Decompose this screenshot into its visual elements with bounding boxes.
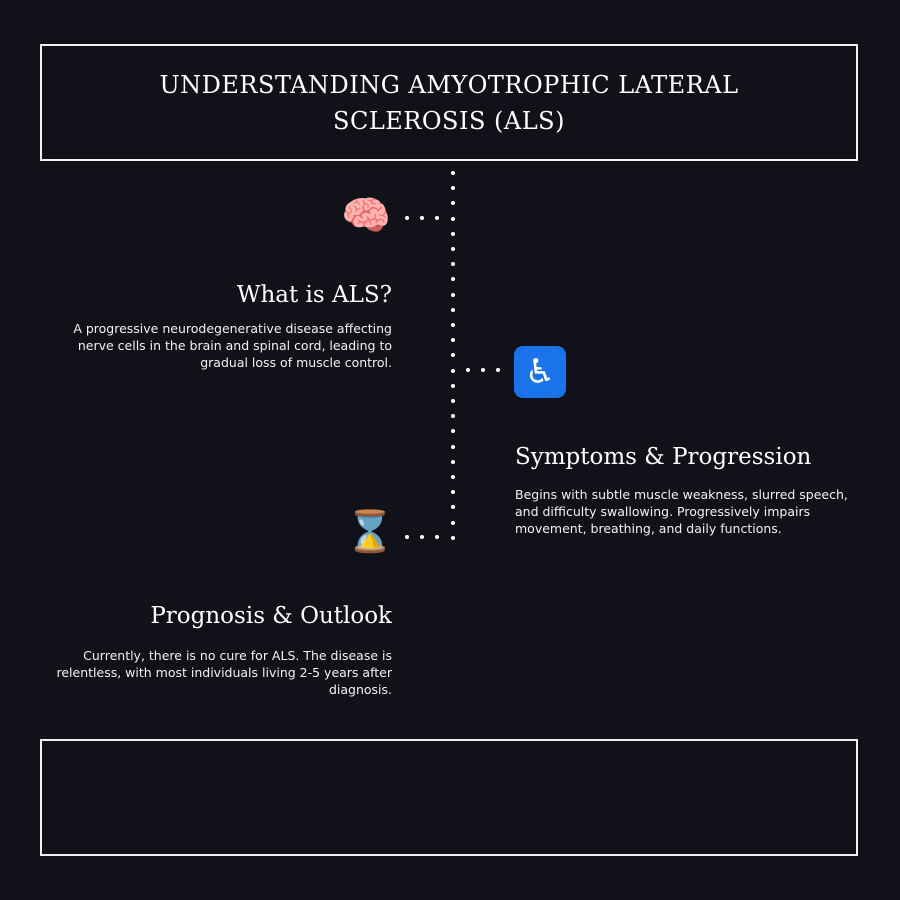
connector-dot xyxy=(496,368,500,372)
page-title: UNDERSTANDING AMYOTROPHIC LATERAL SCLERO… xyxy=(159,70,739,135)
connector-dot xyxy=(451,536,455,540)
connector-dot xyxy=(451,262,455,266)
title-box: UNDERSTANDING AMYOTROPHIC LATERAL SCLERO… xyxy=(40,44,858,161)
section-text-symptoms: Begins with subtle muscle weakness, slur… xyxy=(515,487,848,536)
brain-icon: 🧠 xyxy=(341,193,391,239)
connector-dot xyxy=(405,216,409,220)
connector-dot xyxy=(451,217,455,221)
connector-dot xyxy=(435,216,439,220)
section-heading-symptoms: Symptoms & Progression xyxy=(515,444,812,470)
section-heading-what-is-als: What is ALS? xyxy=(236,282,392,308)
connector-dot xyxy=(451,201,455,205)
connector-dot xyxy=(451,429,455,433)
footer-box xyxy=(40,739,858,856)
connector-dot xyxy=(451,353,455,357)
wheelchair-icon: ♿ xyxy=(514,346,566,398)
hourglass-icon: ⌛ xyxy=(345,509,395,555)
connector-dot xyxy=(451,414,455,418)
connector-dot xyxy=(451,384,455,388)
connector-dot xyxy=(451,399,455,403)
connector-dot xyxy=(451,475,455,479)
connector-dot xyxy=(405,535,409,539)
connector-dot xyxy=(435,535,439,539)
connector-dot xyxy=(451,232,455,236)
section-text-what-is-als: A progressive neurodegenerative disease … xyxy=(73,321,392,370)
connector-dot xyxy=(451,247,455,251)
connector-dot xyxy=(420,535,424,539)
connector-dot xyxy=(451,323,455,327)
connector-dot xyxy=(420,216,424,220)
section-text-prognosis: Currently, there is no cure for ALS. The… xyxy=(56,648,392,697)
connector-dot xyxy=(451,277,455,281)
connector-dot xyxy=(451,490,455,494)
connector-dot xyxy=(451,308,455,312)
connector-dot xyxy=(451,460,455,464)
connector-dot xyxy=(451,186,455,190)
connector-dot xyxy=(451,338,455,342)
connector-dot xyxy=(466,368,470,372)
connector-dot xyxy=(451,445,455,449)
connector-dot xyxy=(451,505,455,509)
connector-dot xyxy=(481,368,485,372)
connector-dot xyxy=(451,369,455,373)
section-heading-prognosis: Prognosis & Outlook xyxy=(150,603,392,629)
connector-dot xyxy=(451,521,455,525)
connector-dot xyxy=(451,293,455,297)
connector-dot xyxy=(451,171,455,175)
